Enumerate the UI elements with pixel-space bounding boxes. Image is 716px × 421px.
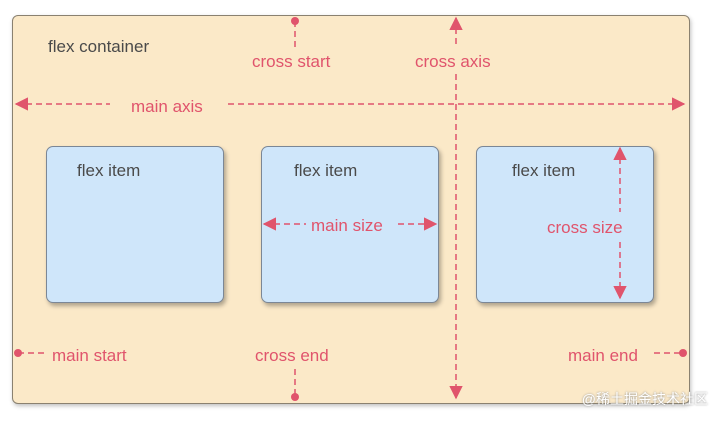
main-end-dot <box>679 349 687 357</box>
cross-axis-label: cross axis <box>412 53 494 70</box>
main-start-dot <box>14 349 22 357</box>
cross-size-label: cross size <box>544 219 626 236</box>
watermark: @稀土掘金技术社区 <box>581 391 708 407</box>
cross-end-dot <box>291 393 299 401</box>
cross-start-label: cross start <box>249 53 334 70</box>
main-size-label: main size <box>308 217 386 234</box>
main-axis-label: main axis <box>128 98 206 115</box>
cross-start-dot <box>291 17 299 25</box>
flex-item-2-label: flex item <box>294 161 358 180</box>
main-end-label: main end <box>565 347 641 364</box>
flex-item-1-label: flex item <box>77 161 141 180</box>
flex-container-label: flex container <box>48 37 150 56</box>
main-start-label: main start <box>49 347 130 364</box>
flex-item-3-label: flex item <box>512 161 576 180</box>
flex-item-1 <box>46 146 224 303</box>
cross-end-label: cross end <box>252 347 332 364</box>
